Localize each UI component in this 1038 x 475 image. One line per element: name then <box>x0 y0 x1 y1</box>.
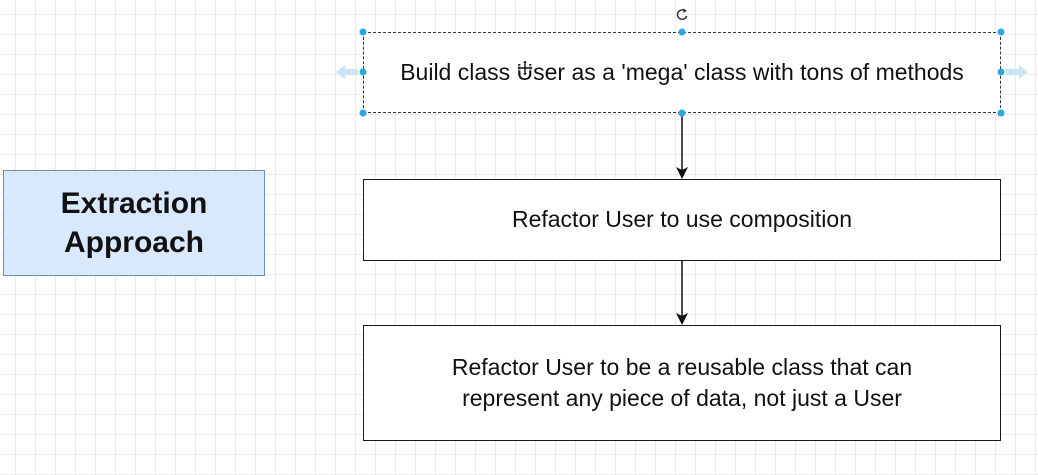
resize-handle-middle-left[interactable] <box>359 68 367 76</box>
rotate-icon[interactable] <box>675 7 690 22</box>
resize-handle-bottom-right[interactable] <box>997 109 1005 117</box>
step-box-label: Refactor User to use composition <box>511 206 853 233</box>
step-box-label: Refactor User to be a reusable class tha… <box>451 353 913 411</box>
step-box-refactor-composition[interactable]: Refactor User to use composition <box>363 179 1001 261</box>
move-cursor-icon <box>517 60 533 76</box>
resize-handle-middle-right[interactable] <box>997 68 1005 76</box>
resize-handle-bottom-center[interactable] <box>678 109 686 117</box>
resize-handle-top-left[interactable] <box>359 28 367 36</box>
resize-handle-bottom-left[interactable] <box>359 109 367 117</box>
title-box[interactable]: Extraction Approach <box>3 170 265 276</box>
title-box-label: Extraction Approach <box>60 187 208 259</box>
resize-handle-top-right[interactable] <box>997 28 1005 36</box>
resize-handle-top-center[interactable] <box>678 28 686 36</box>
step-box-refactor-reusable[interactable]: Refactor User to be a reusable class tha… <box>363 325 1001 441</box>
hover-arrow-right-icon[interactable] <box>1006 65 1028 79</box>
step-box-label: Build class User as a 'mega' class with … <box>400 58 964 85</box>
hover-arrow-left-icon[interactable] <box>336 65 358 79</box>
